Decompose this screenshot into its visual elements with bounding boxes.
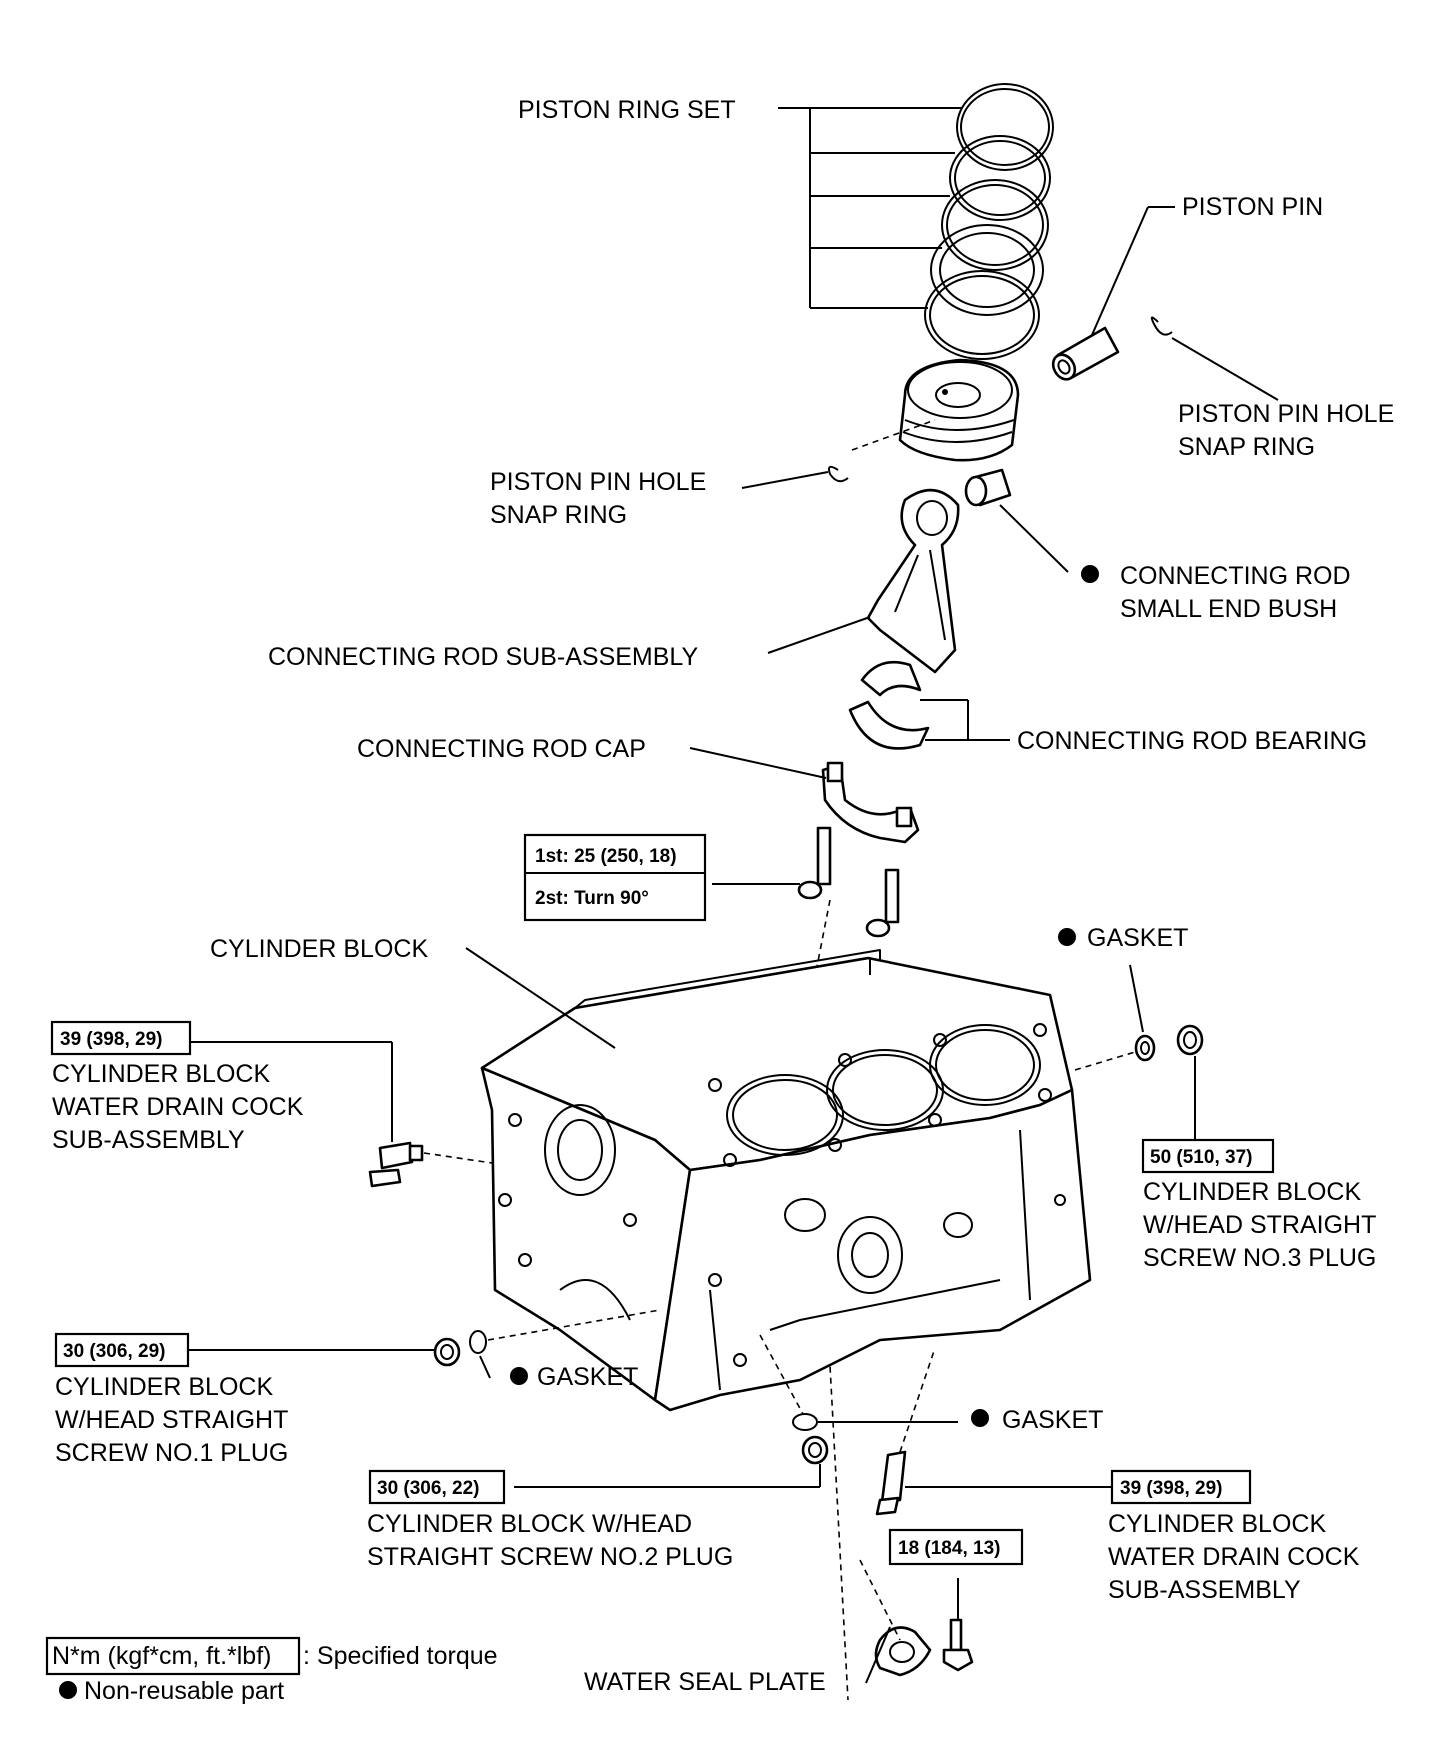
label-small-end-bush-2: SMALL END BUSH <box>1120 595 1337 623</box>
torque-box-screw-no3 <box>1141 1138 1275 1174</box>
label-screw-no1-1: CYLINDER BLOCK <box>55 1373 273 1401</box>
non-reusable-icon-gasket-top <box>1058 928 1076 946</box>
label-snap-ring-right-1: PISTON PIN HOLE <box>1178 400 1394 428</box>
label-piston-ring-set: PISTON RING SET <box>518 96 736 124</box>
connecting-rod-bearing-part <box>848 660 930 750</box>
cylinder-block-part <box>480 949 1092 1412</box>
torque-drain-cock-left: 39 (398, 29) <box>60 1029 162 1050</box>
label-screw-no1-2: W/HEAD STRAIGHT <box>55 1406 288 1434</box>
screw-no3-plug-part <box>1176 1024 1204 1056</box>
connecting-rod-cap-part <box>821 761 920 844</box>
snap-ring-right-part <box>1150 316 1173 336</box>
label-snap-ring-left-1: PISTON PIN HOLE <box>490 468 706 496</box>
legend-torque-box <box>45 1636 301 1676</box>
piston-pin-part <box>1051 326 1120 381</box>
label-connecting-rod-cap: CONNECTING ROD CAP <box>357 735 646 763</box>
non-reusable-icon-gasket-bottom <box>971 1409 989 1427</box>
label-screw-no3-1: CYLINDER BLOCK <box>1143 1178 1361 1206</box>
legend-non-reusable: Non-reusable part <box>84 1677 284 1705</box>
gasket-bottom-part <box>792 1413 818 1431</box>
label-connecting-rod-bearing: CONNECTING ROD BEARING <box>1017 727 1367 755</box>
torque-rod-cap-1st: 1st: 25 (250, 18) <box>535 846 677 867</box>
water-drain-cock-left-part <box>368 1141 424 1188</box>
label-gasket-bottom: GASKET <box>1002 1406 1103 1434</box>
piston-pin-axis <box>851 419 936 451</box>
label-screw-no2-1: CYLINDER BLOCK W/HEAD <box>367 1510 692 1538</box>
label-connecting-rod-sub-assembly: CONNECTING ROD SUB-ASSEMBLY <box>268 643 698 671</box>
label-drain-cock-right-2: WATER DRAIN COCK <box>1108 1543 1360 1571</box>
label-piston-pin: PISTON PIN <box>1182 193 1323 221</box>
label-drain-cock-left-2: WATER DRAIN COCK <box>52 1093 304 1121</box>
label-snap-ring-right-2: SNAP RING <box>1178 433 1315 461</box>
connecting-rod-bearing-leaders <box>920 699 1010 741</box>
gasket-top-part <box>1134 1034 1156 1062</box>
torque-screw-no2: 30 (306, 22) <box>377 1478 479 1499</box>
small-end-bush-part <box>964 468 1012 507</box>
label-small-end-bush-1: CONNECTING ROD <box>1120 562 1351 590</box>
piston-ring-set-leaders <box>778 107 962 309</box>
torque-screw-no3: 50 (510, 37) <box>1150 1147 1252 1168</box>
snap-ring-left-part <box>828 465 849 483</box>
piston-part <box>898 358 1020 462</box>
label-cylinder-block: CYLINDER BLOCK <box>210 935 428 963</box>
torque-box-screw-no2 <box>368 1469 506 1505</box>
torque-box-screw-no1 <box>54 1332 190 1368</box>
water-drain-cock-right-part <box>875 1450 907 1516</box>
label-screw-no1-3: SCREW NO.1 PLUG <box>55 1439 288 1467</box>
screw-no1-plug-part <box>433 1337 461 1367</box>
torque-box-rod-cap-bolt: 1st: 25 (250, 18) 2st: Turn 90° <box>523 833 707 922</box>
torque-box-water-seal <box>888 1528 1024 1566</box>
label-water-seal-plate: WATER SEAL PLATE <box>584 1668 826 1696</box>
torque-water-seal: 18 (184, 13) <box>898 1538 1000 1559</box>
legend-torque-desc: : Specified torque <box>303 1642 498 1670</box>
non-reusable-icon-bush <box>1081 565 1099 583</box>
connecting-rod-part <box>866 488 960 674</box>
piston-ring-set-parts <box>924 83 1054 360</box>
non-reusable-icon-gasket-left <box>510 1367 528 1385</box>
torque-box-drain-cock-left <box>50 1020 192 1056</box>
label-drain-cock-right-1: CYLINDER BLOCK <box>1108 1510 1326 1538</box>
water-seal-plate-part <box>874 1626 932 1677</box>
screw-no2-plug-part <box>801 1435 829 1465</box>
torque-rod-cap-2nd: 2st: Turn 90° <box>535 888 649 909</box>
label-drain-cock-left-1: CYLINDER BLOCK <box>52 1060 270 1088</box>
label-drain-cock-right-3: SUB-ASSEMBLY <box>1108 1576 1301 1604</box>
label-screw-no3-2: W/HEAD STRAIGHT <box>1143 1211 1376 1239</box>
legend-torque-unit: N*m (kgf*cm, ft.*lbf) <box>52 1642 271 1670</box>
label-screw-no3-3: SCREW NO.3 PLUG <box>1143 1244 1376 1272</box>
torque-box-drain-cock-right <box>1110 1469 1252 1505</box>
piston-pin-leader <box>1091 206 1149 336</box>
label-drain-cock-left-3: SUB-ASSEMBLY <box>52 1126 245 1154</box>
label-screw-no2-2: STRAIGHT SCREW NO.2 PLUG <box>367 1543 733 1571</box>
gasket-left-part <box>469 1330 487 1354</box>
rod-cap-bolts-part <box>797 826 900 938</box>
water-seal-bolt-part <box>942 1618 974 1672</box>
filled-circle-icon <box>59 1681 77 1699</box>
label-gasket-left: GASKET <box>537 1363 638 1391</box>
torque-screw-no1: 30 (306, 29) <box>63 1341 165 1362</box>
label-gasket-top: GASKET <box>1087 924 1188 952</box>
label-snap-ring-left-2: SNAP RING <box>490 501 627 529</box>
legend: N*m (kgf*cm, ft.*lbf) : Specified torque… <box>45 1636 498 1705</box>
torque-drain-cock-right: 39 (398, 29) <box>1120 1478 1222 1499</box>
